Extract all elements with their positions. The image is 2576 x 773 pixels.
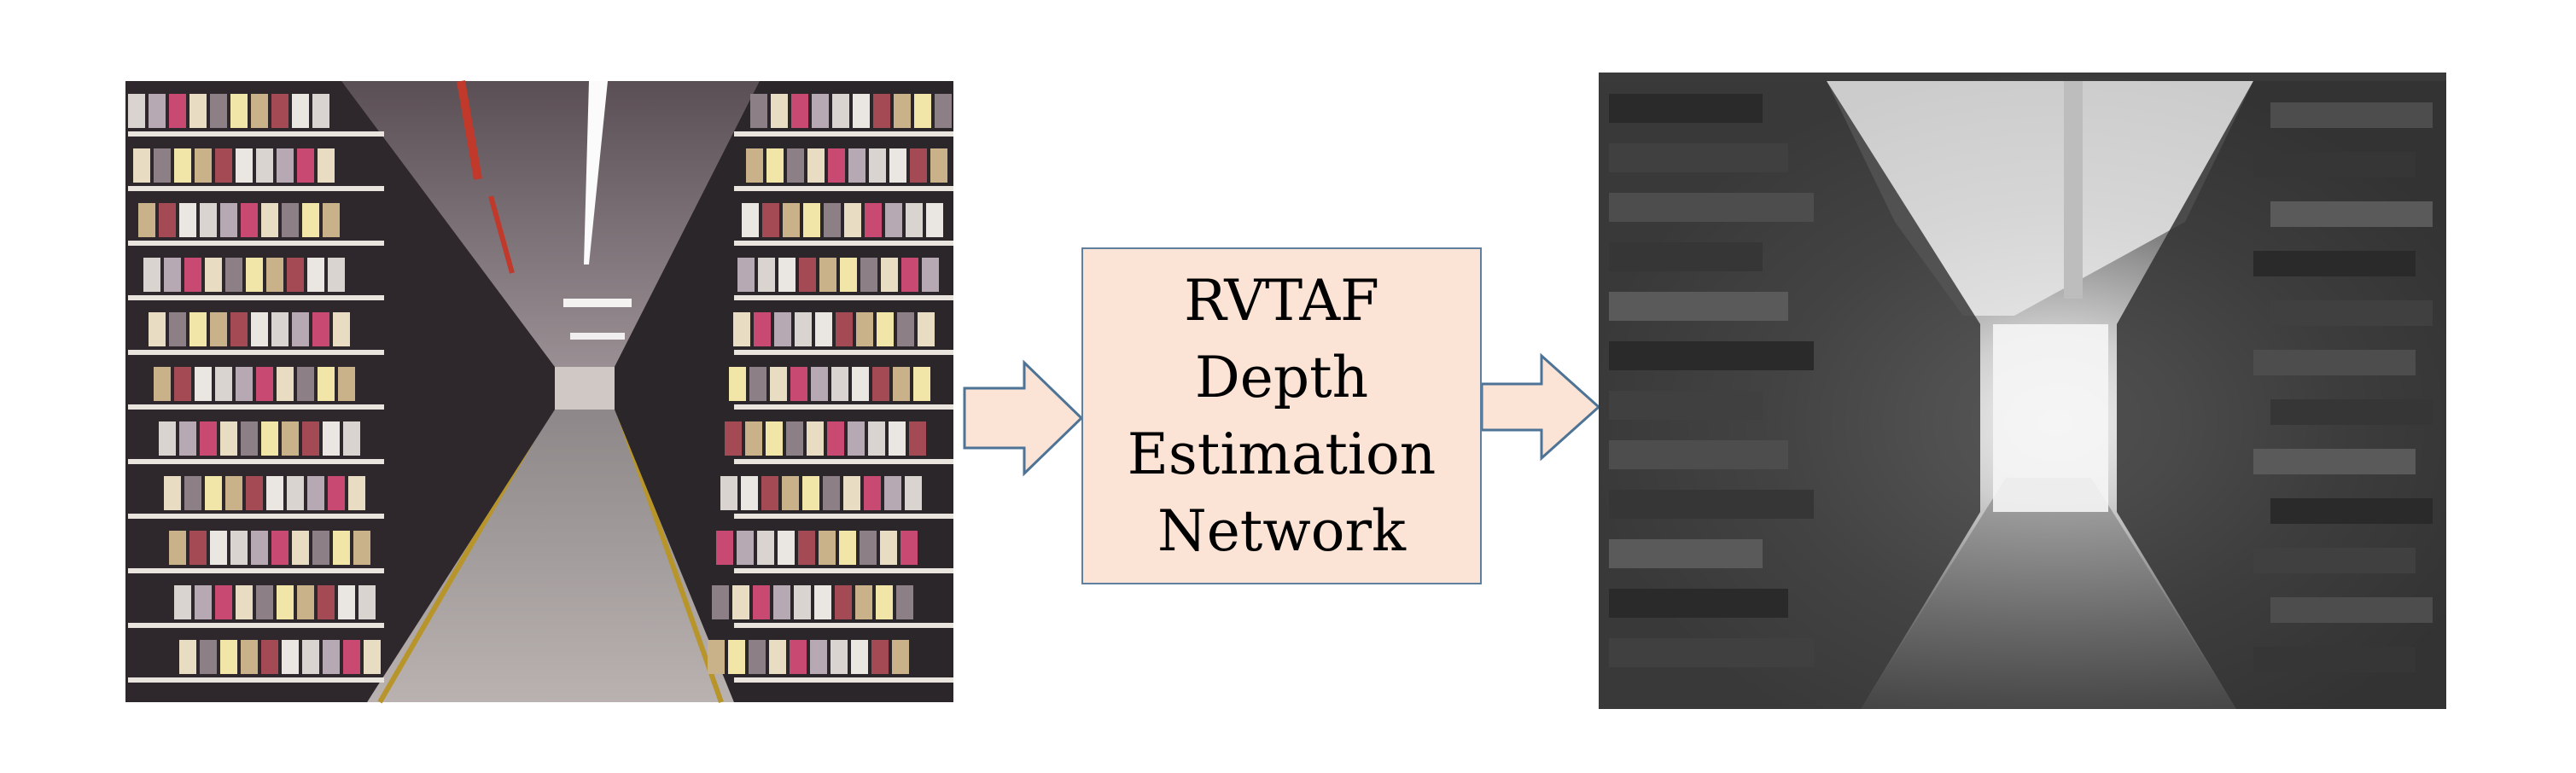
network-label-line-4: Network [1157, 497, 1407, 564]
arrow-to-network [963, 359, 1084, 477]
network-label-line-1: RVTAF [1184, 267, 1379, 334]
network-label-line-2: Depth [1194, 344, 1369, 410]
rvtaf-network-box: RVTAF Depth Estimation Network [1081, 247, 1482, 584]
arrow-to-depth-map [1480, 352, 1601, 462]
output-depth-map [1599, 73, 2446, 709]
network-label-line-3: Estimation [1127, 421, 1437, 487]
input-bookstore-photo [125, 80, 953, 704]
